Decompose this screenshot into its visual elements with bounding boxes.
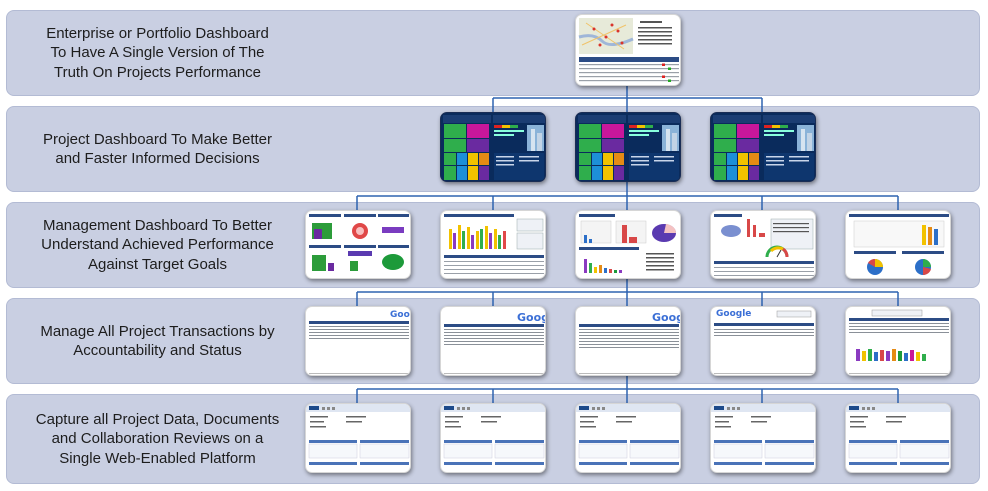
project-dashboard-thumbnail	[710, 112, 816, 182]
google-logo: Google	[652, 311, 680, 324]
data-capture-form-thumbnail	[440, 403, 546, 473]
transactions-log-thumbnail: Google	[575, 306, 681, 376]
data-capture-form-thumbnail	[305, 403, 411, 473]
level-label-enterprise: Enterprise or Portfolio Dashboard To Hav…	[46, 24, 269, 81]
data-capture-form-thumbnail	[710, 403, 816, 473]
google-logo: Google	[517, 311, 545, 324]
google-logo: Google	[390, 310, 410, 320]
level-label-management: Management Dashboard To Better Understan…	[41, 216, 274, 273]
management-dashboard-thumbnail	[845, 210, 951, 279]
level-label-capture: Capture all Project Data, Documents and …	[35, 410, 280, 467]
management-dashboard-thumbnail	[575, 210, 681, 279]
project-dashboard-thumbnail	[575, 112, 681, 182]
level-label-project: Project Dashboard To Make Better and Fas…	[42, 130, 272, 168]
transactions-log-thumbnail	[845, 306, 951, 376]
transactions-log-thumbnail: Google	[305, 306, 411, 376]
data-capture-form-thumbnail	[575, 403, 681, 473]
google-logo: Google	[716, 309, 752, 319]
management-dashboard-thumbnail	[305, 210, 411, 279]
transactions-log-thumbnail: Google	[710, 306, 816, 376]
management-dashboard-thumbnail	[440, 210, 546, 279]
management-dashboard-thumbnail	[710, 210, 816, 279]
enterprise-dashboard-thumbnail	[575, 14, 681, 86]
level-label-transactions: Manage All Project Transactions by Accou…	[40, 322, 275, 360]
data-capture-form-thumbnail	[845, 403, 951, 473]
project-dashboard-thumbnail	[440, 112, 546, 182]
transactions-log-thumbnail: Google	[440, 306, 546, 376]
level-band-enterprise: Enterprise or Portfolio Dashboard To Hav…	[6, 10, 980, 96]
